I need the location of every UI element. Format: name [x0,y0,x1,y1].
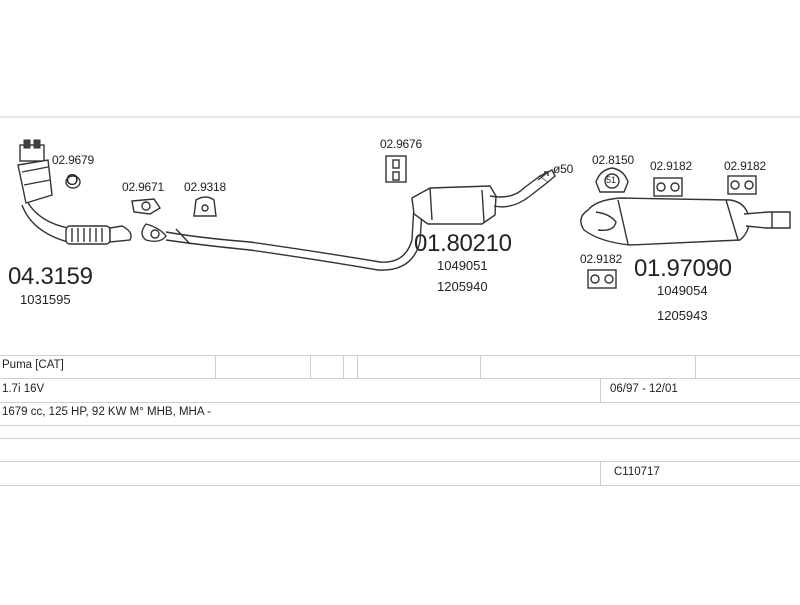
table-rule [0,485,800,486]
table-divider [600,461,601,485]
converter-flange [19,144,45,162]
hanger-029318[interactable] [193,196,217,217]
part-label-029318: 02.9318 [184,180,226,194]
hanger-029182-a[interactable] [653,177,683,197]
table-rule [0,438,800,439]
part-label-029182-a: 02.9182 [650,159,692,173]
rear-connecting-pipe [489,175,550,208]
pipe-diameter-label: ø50 [553,162,574,176]
table-divider [310,355,311,378]
table-rule [0,425,800,426]
converter-body [17,159,53,204]
hanger-badge: 51 [606,175,617,185]
center-muffler[interactable] [411,169,556,225]
catalog-number: C110717 [614,466,660,478]
part-label-029182-c: 02.9182 [580,252,622,266]
converter-outlet-pipe [21,202,69,243]
part-label-029676: 02.9676 [380,137,422,151]
part-label-029679: 02.9679 [52,153,94,167]
part-ref2-0180210: 1205940 [437,279,488,294]
part-ref2-0197090: 1205943 [657,308,708,323]
table-rule [0,402,800,403]
diameter-arrow [537,171,549,181]
gasket-glyph: O [66,172,79,189]
hanger-029182-b[interactable] [727,175,757,195]
vehicle-engine: 1.7i 16V [2,383,45,395]
gasket-ring [65,175,81,189]
part-label-028150: 02.8150 [592,153,634,167]
lambda-sensor-2 [33,139,41,149]
table-divider [357,355,358,378]
table-divider [600,378,601,402]
pipe-clamp-mark [175,228,191,245]
table-divider [343,355,344,378]
outlet-flange [109,225,132,243]
part-label-029182-b: 02.9182 [724,159,766,173]
part-ref1-0197090: 1049054 [657,283,708,298]
hanger-029182-c[interactable] [587,269,617,289]
part-label-029671: 02.9671 [122,180,164,194]
center-pipe-lower [165,209,423,271]
part-ref-043159: 1031595 [20,292,71,307]
part-label-043159: 04.3159 [8,263,93,290]
production-period: 06/97 - 12/01 [610,383,678,395]
engine-specs: 1679 cc, 125 HP, 92 KW M° MHB, MHA - [2,406,211,418]
part-label-0180210: 01.80210 [414,230,512,257]
tail-pipe [743,211,791,229]
converter-ribs [21,166,51,186]
hanger-029676[interactable] [385,155,407,183]
flex-joint-ribs [71,228,103,242]
gasket-029671[interactable] [131,198,167,243]
hanger-028150[interactable] [595,167,629,193]
lambda-sensor-1 [23,139,31,149]
part-ref1-0180210: 1049051 [437,258,488,273]
table-divider [480,355,481,378]
table-rule [0,461,800,462]
part-label-0197090: 01.97090 [634,255,732,282]
rear-muffler[interactable] [580,197,791,246]
catalytic-converter[interactable] [17,139,132,245]
vehicle-model: Puma [CAT] [2,359,64,371]
table-divider [695,355,696,378]
table-rule [0,355,800,356]
table-rule [0,378,800,379]
center-pipe-upper [165,204,415,263]
table-divider [215,355,216,378]
